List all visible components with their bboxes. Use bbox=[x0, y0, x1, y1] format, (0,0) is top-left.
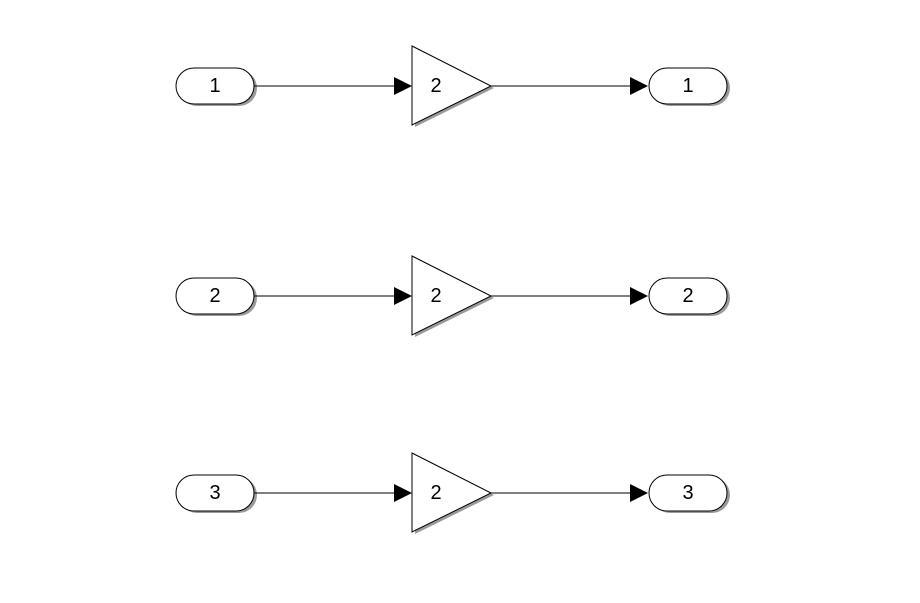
signal-path-row-2: 2 2 2 bbox=[175, 255, 730, 337]
signal-line-in-3[interactable] bbox=[254, 484, 412, 502]
outport-label-3: 3 bbox=[682, 482, 693, 504]
outport-block-3[interactable]: 3 bbox=[648, 474, 730, 513]
signal-line-out-3[interactable] bbox=[491, 484, 648, 502]
inport-label-1: 1 bbox=[209, 75, 220, 97]
gain-block-3[interactable]: 2 bbox=[411, 452, 494, 534]
inport-block-1[interactable]: 1 bbox=[175, 67, 257, 106]
gain-block-1[interactable]: 2 bbox=[411, 45, 494, 127]
signal-line-in-1[interactable] bbox=[254, 77, 412, 95]
signal-line-out-1[interactable] bbox=[491, 77, 648, 95]
outport-label-1: 1 bbox=[682, 75, 693, 97]
outport-label-2: 2 bbox=[682, 285, 693, 307]
signal-line-out-2[interactable] bbox=[491, 287, 648, 305]
inport-block-2[interactable]: 2 bbox=[175, 277, 257, 316]
gain-label-1: 2 bbox=[430, 75, 441, 97]
gain-block-2[interactable]: 2 bbox=[411, 255, 494, 337]
gain-label-2: 2 bbox=[430, 285, 441, 307]
gain-label-3: 2 bbox=[430, 482, 441, 504]
outport-block-1[interactable]: 1 bbox=[648, 67, 730, 106]
signal-path-row-1: 1 2 1 bbox=[175, 45, 730, 127]
inport-block-3[interactable]: 3 bbox=[175, 474, 257, 513]
inport-label-2: 2 bbox=[209, 285, 220, 307]
signal-line-in-2[interactable] bbox=[254, 287, 412, 305]
inport-label-3: 3 bbox=[209, 482, 220, 504]
signal-path-row-3: 3 2 3 bbox=[175, 452, 730, 534]
outport-block-2[interactable]: 2 bbox=[648, 277, 730, 316]
